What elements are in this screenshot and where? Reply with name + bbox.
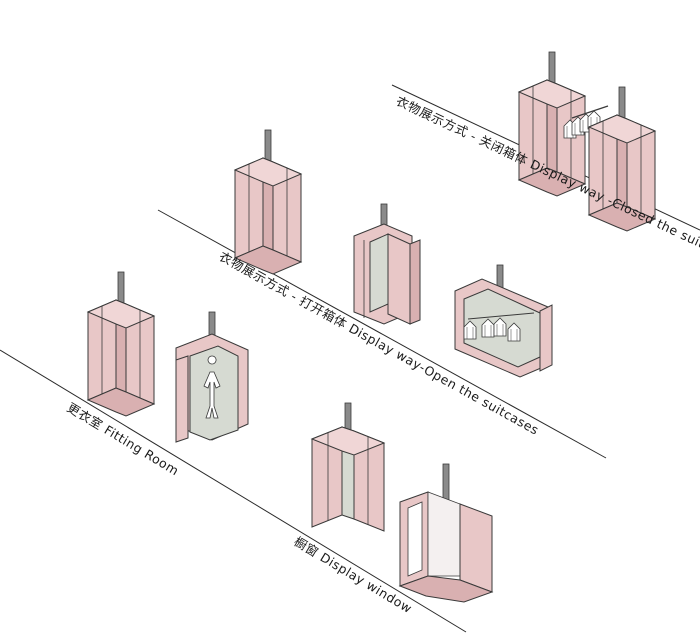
fitting-room-closed [87,271,155,417]
open-suitcase-closed-state [234,129,302,275]
guide-line-lower [0,349,467,633]
fitting-room-open [175,311,249,443]
open-suitcase-fully-open [454,264,553,378]
label-display-window: 橱窗 Display window [291,534,414,616]
display-window-open [398,463,494,603]
open-suitcase-partial [353,203,421,325]
mannequin-icon [203,355,221,419]
closed-suitcase-rack [563,105,609,139]
guide-line-open [157,209,607,459]
display-window-closed [310,402,386,532]
